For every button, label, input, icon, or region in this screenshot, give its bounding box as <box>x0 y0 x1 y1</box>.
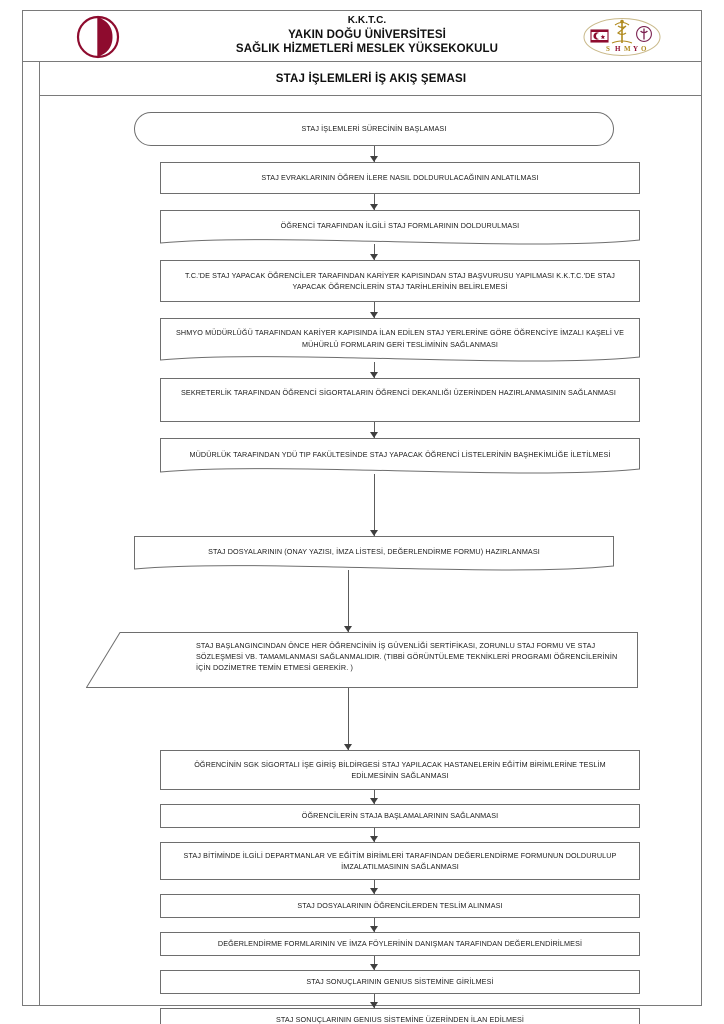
flow-node-label: STAJ SONUÇLARININ GENIUS SİSTEMİNE GİRİL… <box>306 977 494 987</box>
flow-node-label: ÖĞRENCİ TARAFINDAN İLGİLİ STAJ FORMLARIN… <box>280 220 520 230</box>
connector-line <box>348 688 349 750</box>
svg-text:Y: Y <box>633 45 638 53</box>
flow-node-label: T.C.'DE STAJ YAPACAK ÖĞRENCİLER TARAFIND… <box>185 270 615 291</box>
connector-line <box>374 828 375 842</box>
connector-arrow-icon <box>370 798 378 804</box>
flow-node-secretariat-insurance[interactable]: SEKRETERLİK TARAFINDAN ÖĞRENCİ SİGORTALA… <box>160 378 640 422</box>
header-line-1: K.K.T.C. <box>347 15 387 27</box>
connector-line <box>374 302 375 318</box>
shmyo-emblem-logo-icon: S H M Y O <box>582 17 662 57</box>
flow-node-safety-certificate-requirements[interactable]: STAJ BAŞLANGINCINDAN ÖNCE HER ÖĞRENCİNİN… <box>86 632 638 688</box>
flow-node-label: ÖĞRENCİNİN SGK SİGORTALI İŞE GİRİŞ BİLDİ… <box>194 759 606 780</box>
connector-arrow-icon <box>370 964 378 970</box>
table-content-column: STAJ İŞLEMLERİ İŞ AKIŞ ŞEMASI STAJ İŞLEM… <box>40 62 702 1024</box>
flow-node-label: STAJ BAŞLANGINCINDAN ÖNCE HER ÖĞRENCİNİN… <box>196 641 618 673</box>
connector-arrow-icon <box>370 156 378 162</box>
flow-node-explain-documents[interactable]: STAJ EVRAKLARININ ÖĞREN İLERE NASIL DOLD… <box>160 162 640 194</box>
connector-arrow-icon <box>344 744 352 750</box>
connector-line <box>348 570 349 632</box>
flow-node-label: SHMYO MÜDÜRLÜĞÜ TARAFINDAN KARİYER KAPIS… <box>176 328 624 349</box>
flow-node-advisor-evaluation[interactable]: DEĞERLENDİRME FORMLARININ VE İMZA FÖYLER… <box>160 932 640 956</box>
connector-arrow-icon <box>370 926 378 932</box>
connector-line <box>374 956 375 970</box>
flow-node-label: STAJ DOSYALARININ ÖĞRENCİLERDEN TESLİM A… <box>297 901 503 911</box>
connector-line <box>374 790 375 804</box>
connector-line <box>374 422 375 438</box>
connector-arrow-icon <box>370 254 378 260</box>
connector-line <box>374 880 375 894</box>
connector-line <box>374 362 375 378</box>
document-header: K.K.T.C. YAKIN DOĞU ÜNİVERSİTESİ SAĞLIK … <box>22 10 702 62</box>
connector-line <box>374 146 375 162</box>
connector-line <box>374 918 375 932</box>
connector-arrow-icon <box>344 626 352 632</box>
svg-text:O: O <box>641 45 647 53</box>
flow-node-sgk-notification-delivery[interactable]: ÖĞRENCİNİN SGK SİGORTALI İŞE GİRİŞ BİLDİ… <box>160 750 640 790</box>
connector-arrow-icon <box>370 372 378 378</box>
flow-node-label: STAJ İŞLEMLERİ SÜRECİNİN BAŞLAMASI <box>301 124 447 134</box>
flow-node-collect-files-from-students[interactable]: STAJ DOSYALARININ ÖĞRENCİLERDEN TESLİM A… <box>160 894 640 918</box>
flow-node-label: ÖĞRENCİLERİN STAJA BAŞLAMALARININ SAĞLAN… <box>301 811 499 821</box>
connector-arrow-icon <box>370 312 378 318</box>
connector-line <box>374 194 375 210</box>
flow-node-label: STAJ DOSYALARININ (ONAY YAZISI, İMZA LİS… <box>208 546 540 556</box>
page-title: K.K.T.C. YAKIN DOĞU ÜNİVERSİTESİ SAĞLIK … <box>226 15 498 55</box>
connector-arrow-icon <box>370 530 378 536</box>
header-line-3: SAĞLIK HİZMETLERİ MESLEK YÜKSEKOKULU <box>235 42 499 55</box>
flow-node-evaluation-form-completion[interactable]: STAJ BİTİMİNDE İLGİLİ DEPARTMANLAR VE EĞ… <box>160 842 640 880</box>
flow-node-start[interactable]: STAJ İŞLEMLERİ SÜRECİNİN BAŞLAMASI <box>134 112 614 146</box>
svg-text:S: S <box>606 45 610 53</box>
connector-line <box>374 244 375 260</box>
connector-line <box>374 474 375 536</box>
flow-node-label: STAJ EVRAKLARININ ÖĞREN İLERE NASIL DOLD… <box>261 173 539 183</box>
svg-text:M: M <box>624 45 631 53</box>
flowchart-title-row: STAJ İŞLEMLERİ İŞ AKIŞ ŞEMASI <box>40 62 702 96</box>
connector-arrow-icon <box>370 888 378 894</box>
flow-node-prepare-internship-files[interactable]: STAJ DOSYALARININ (ONAY YAZISI, İMZA LİS… <box>134 536 614 574</box>
flow-node-label: STAJ BİTİMİNDE İLGİLİ DEPARTMANLAR VE EĞ… <box>183 850 617 871</box>
flow-node-fill-forms[interactable]: ÖĞRENCİ TARAFINDAN İLGİLİ STAJ FORMLARIN… <box>160 210 640 248</box>
flowchart-canvas: STAJ İŞLEMLERİ SÜRECİNİN BAŞLAMASI STAJ … <box>40 96 702 1024</box>
connector-arrow-icon <box>370 432 378 438</box>
flow-node-label: DEĞERLENDİRME FORMLARININ VE İMZA FÖYLER… <box>217 939 583 949</box>
near-east-university-logo-icon <box>76 15 120 59</box>
connector-arrow-icon <box>370 204 378 210</box>
flowchart-table: STAJ İŞLEMLERİ İŞ AKIŞ ŞEMASI STAJ İŞLEM… <box>22 62 702 1024</box>
flow-node-student-list-to-chief-physician[interactable]: MÜDÜRLÜK TARAFINDAN YDÜ TIP FAKÜLTESİNDE… <box>160 438 640 478</box>
connector-arrow-icon <box>370 1002 378 1008</box>
table-left-margin-column <box>22 62 40 1006</box>
header-line-2: YAKIN DOĞU ÜNİVERSİTESİ <box>288 28 446 41</box>
connector-line <box>374 994 375 1008</box>
flow-node-enter-results-genius[interactable]: STAJ SONUÇLARININ GENIUS SİSTEMİNE GİRİL… <box>160 970 640 994</box>
flow-node-career-gate-application[interactable]: T.C.'DE STAJ YAPACAK ÖĞRENCİLER TARAFIND… <box>160 260 640 302</box>
svg-text:H: H <box>615 45 621 53</box>
flowchart-title: STAJ İŞLEMLERİ İŞ AKIŞ ŞEMASI <box>275 72 467 85</box>
connector-arrow-icon <box>370 836 378 842</box>
flow-node-label: SEKRETERLİK TARAFINDAN ÖĞRENCİ SİGORTALA… <box>181 388 616 397</box>
flow-node-announce-results-genius[interactable]: STAJ SONUÇLARININ GENIUS SİSTEMİNE ÜZERİ… <box>160 1008 640 1024</box>
flow-node-label: STAJ SONUÇLARININ GENIUS SİSTEMİNE ÜZERİ… <box>275 1015 525 1024</box>
flow-node-label: MÜDÜRLÜK TARAFINDAN YDÜ TIP FAKÜLTESİNDE… <box>189 449 611 459</box>
flow-node-shmyo-directorate-forms[interactable]: SHMYO MÜDÜRLÜĞÜ TARAFINDAN KARİYER KAPIS… <box>160 318 640 366</box>
flow-node-students-start-internship[interactable]: ÖĞRENCİLERİN STAJA BAŞLAMALARININ SAĞLAN… <box>160 804 640 828</box>
